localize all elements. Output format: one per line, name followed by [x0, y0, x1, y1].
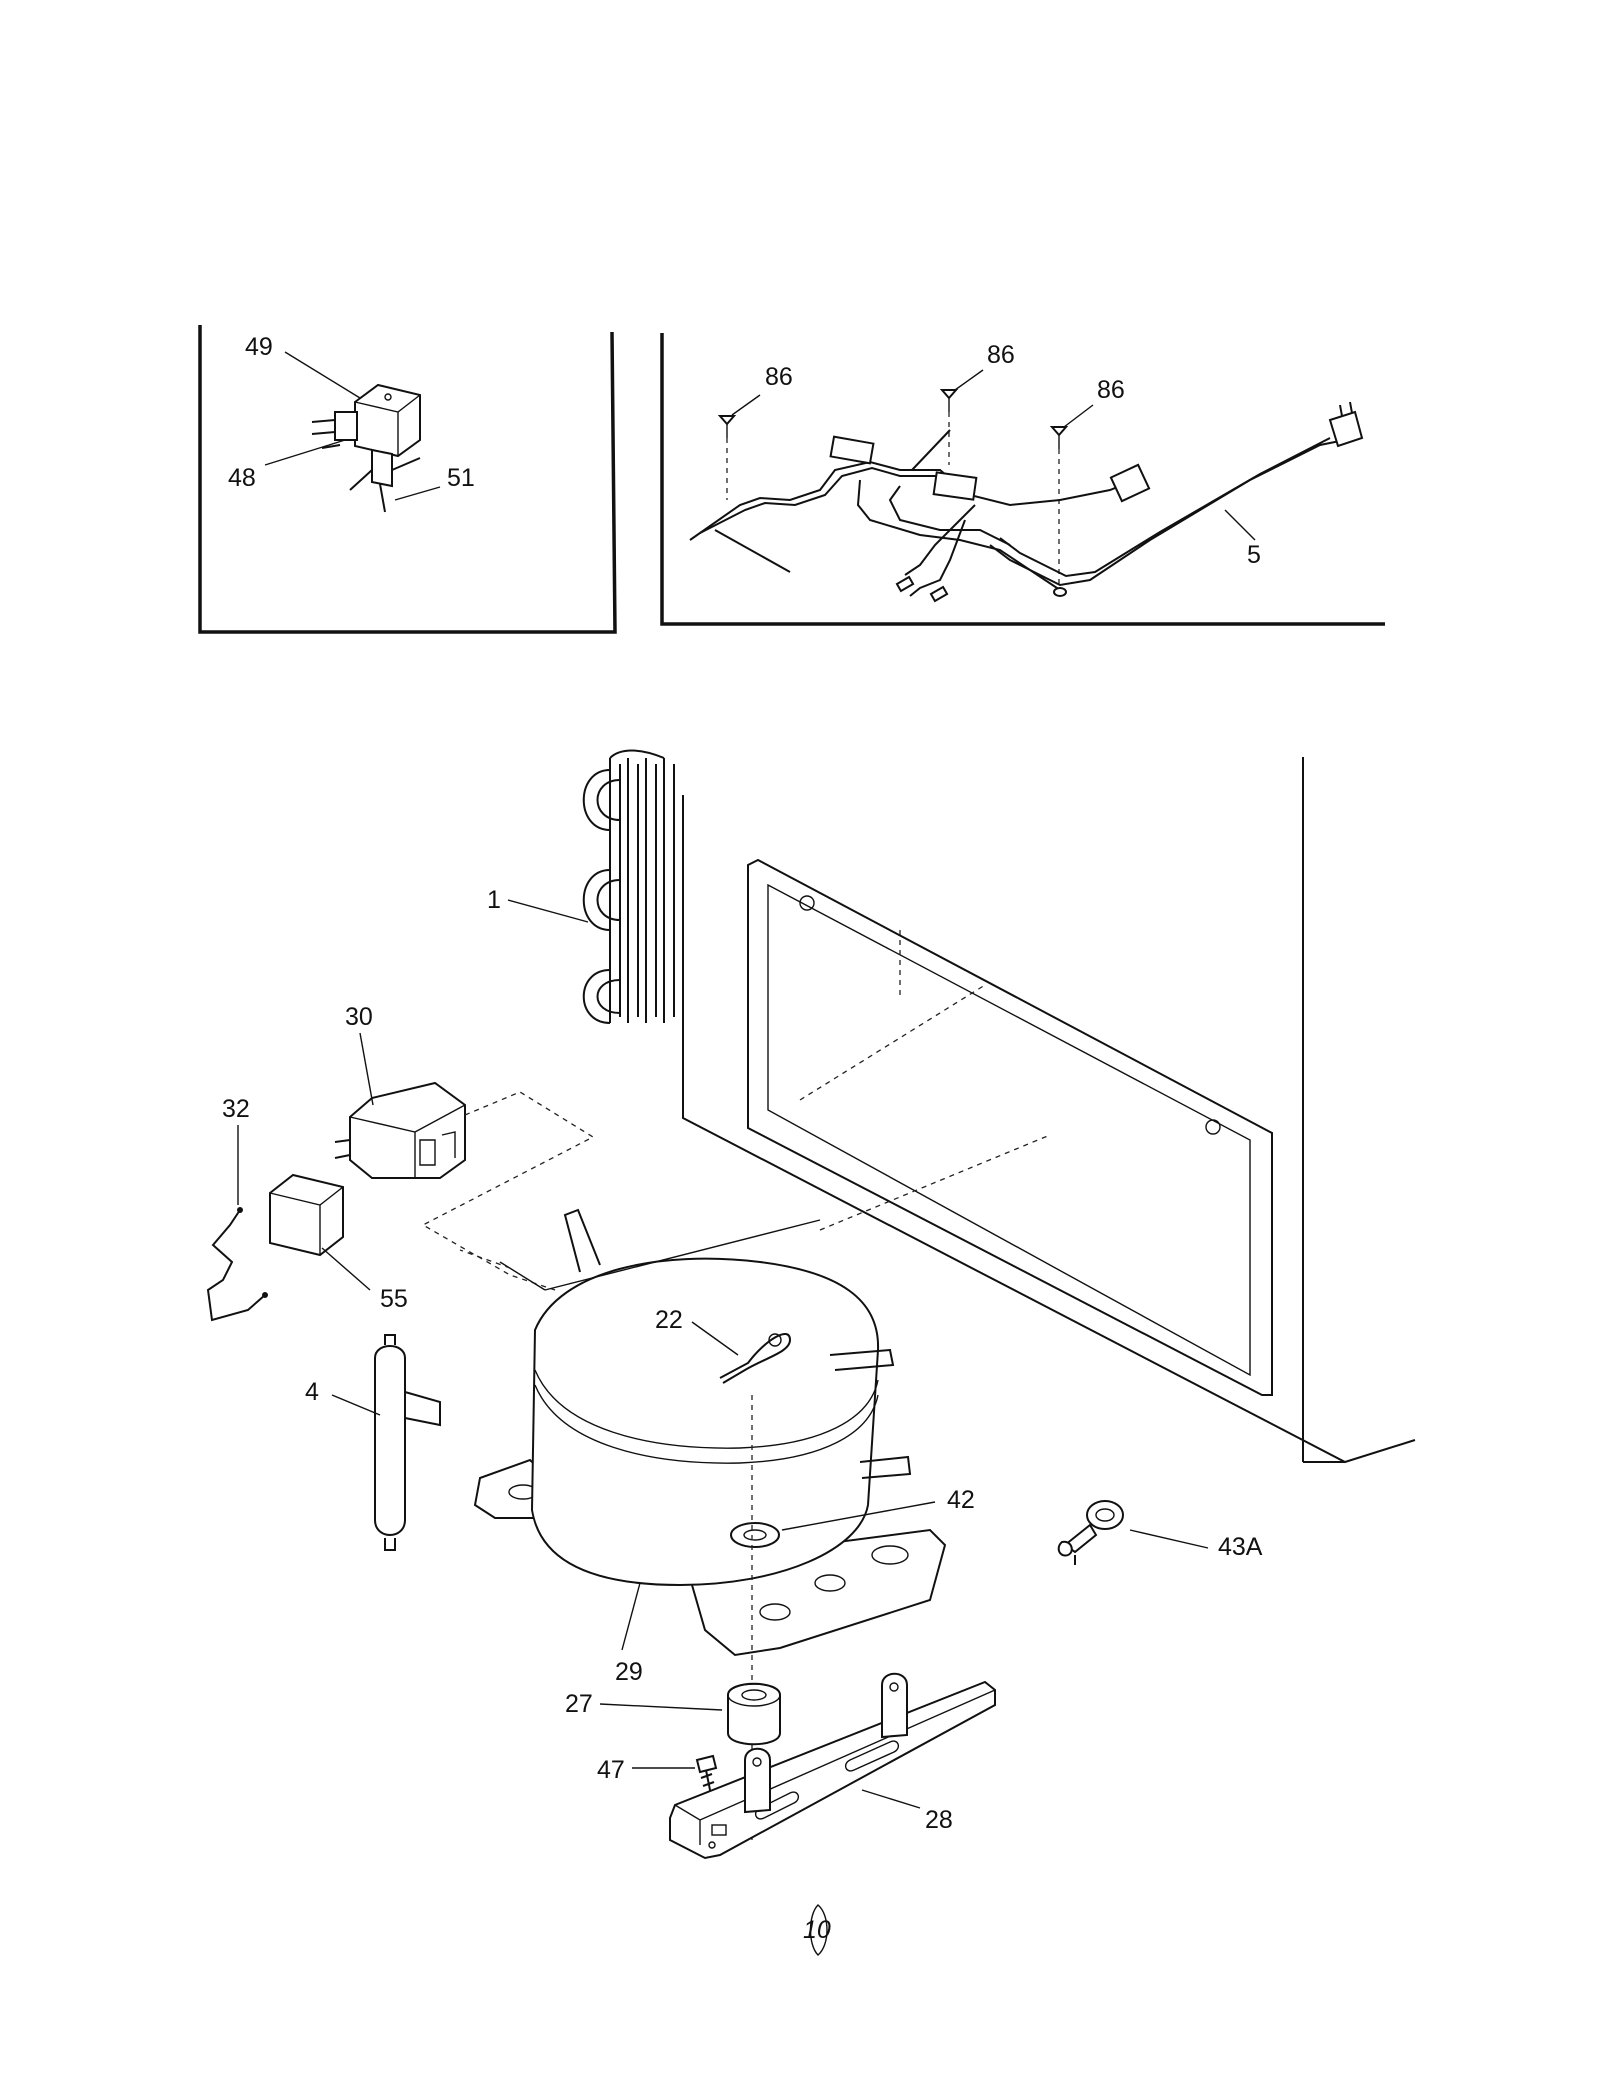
inset-harness: 86 86 86 5: [660, 333, 1385, 626]
main-assembly: 1 30 55 32: [206, 749, 1416, 1860]
leader-55: [321, 1247, 371, 1291]
page-mark: 10: [803, 1904, 831, 1956]
wiring-harness-part-5: [689, 401, 1364, 603]
leader-43A: [1129, 1529, 1209, 1549]
compressor-part-29: [459, 1208, 947, 1657]
leader-5: [1224, 509, 1256, 541]
leader-4: [331, 1394, 381, 1416]
leader-86a: [731, 394, 761, 416]
screws-part-86: [717, 389, 1069, 590]
condenser-part-1: [582, 749, 675, 1024]
leader-51: [394, 486, 441, 501]
leader-48: [264, 439, 346, 466]
cabinet-outline: [682, 757, 1416, 1464]
callout-47: 47: [597, 1756, 625, 1784]
valve-terminals-part-48: [311, 411, 358, 449]
grommet-part-42: [730, 1522, 780, 1548]
callout-49: 49: [245, 333, 273, 361]
leader-27: [599, 1703, 723, 1711]
wire-clip-part-32: [206, 1207, 268, 1322]
callout-42: 42: [947, 1486, 975, 1514]
mounting-rail-part-28: [669, 1672, 996, 1860]
callout-86c: 86: [1097, 376, 1125, 404]
callout-5: 5: [1247, 541, 1261, 569]
clip-part-22: [719, 1333, 792, 1384]
screw-part-47: [695, 1754, 718, 1801]
callout-55: 55: [380, 1285, 408, 1313]
callout-28: 28: [925, 1806, 953, 1834]
leader-1: [507, 899, 589, 923]
page-mark-loop: [809, 1904, 828, 1956]
callout-51: 51: [447, 464, 475, 492]
inset-frame-right: [660, 333, 1385, 626]
callout-30: 30: [345, 1003, 373, 1031]
leader-30: [359, 1032, 374, 1106]
callout-48: 48: [228, 464, 256, 492]
callout-86b: 86: [987, 341, 1015, 369]
leader-28: [861, 1789, 921, 1809]
callout-43A: 43A: [1218, 1533, 1263, 1561]
overload-part-55: [269, 1173, 344, 1257]
leader-42: [781, 1501, 936, 1531]
leader-22: [691, 1321, 739, 1356]
leader-49: [284, 351, 361, 399]
mounting-grommet-part-27: [727, 1682, 781, 1746]
leader-86c: [1063, 404, 1094, 428]
leader-29: [621, 1582, 641, 1651]
inset-valve: 49 48 51: [198, 325, 617, 634]
callout-22: 22: [655, 1306, 683, 1334]
drier-part-4: [374, 1334, 441, 1551]
callout-4: 4: [305, 1378, 319, 1406]
callout-32: 32: [222, 1095, 250, 1123]
inset-frame-left: [198, 325, 617, 634]
leader-86b: [954, 369, 984, 391]
callout-29: 29: [615, 1658, 643, 1686]
callout-86a: 86: [765, 363, 793, 391]
relay-guide-lines: [421, 1091, 595, 1291]
relay-part-30: [334, 1081, 466, 1179]
valve-body-part-49: [354, 383, 421, 458]
harness-clip-part-43A: [1057, 1500, 1124, 1565]
valve-tube-part-51: [349, 448, 421, 513]
callout-1: 1: [487, 886, 501, 914]
callout-27: 27: [565, 1690, 593, 1718]
